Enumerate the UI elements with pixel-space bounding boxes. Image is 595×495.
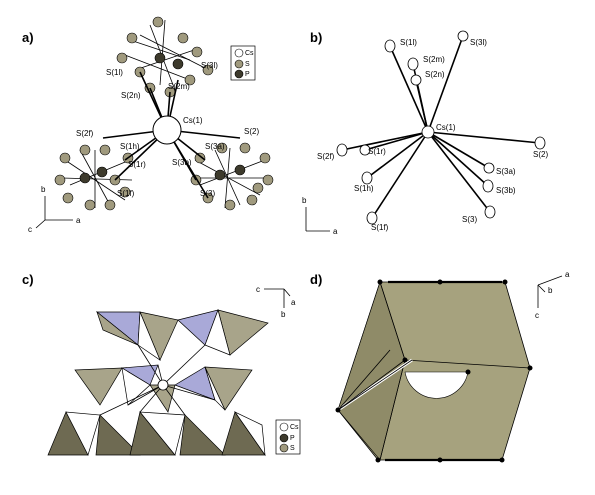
atom-label-s3b-a: S(3b)	[172, 158, 192, 167]
axis-a-b: a	[333, 227, 338, 236]
unit-cell-box	[337, 280, 531, 462]
panel-a: a)	[22, 16, 274, 234]
axis-b-b: b	[302, 196, 307, 205]
axis-b-c: b	[281, 310, 286, 319]
panel-a-label: a)	[22, 30, 34, 45]
atom-label-s1f-a: S(1f)	[117, 189, 135, 198]
panel-c-label: c)	[22, 272, 34, 287]
axes-b: b a	[302, 196, 338, 236]
axes-c: c a b	[256, 285, 296, 319]
tetrahedra-row-1	[96, 308, 269, 361]
atom-label-s2-b: S(2)	[533, 150, 548, 159]
atom-label-s1l-a: S(1l)	[106, 68, 123, 77]
axis-a-a: a	[76, 216, 81, 225]
atom-label-s3l-b: S(3l)	[470, 38, 487, 47]
atom-label-s1l-b: S(1l)	[400, 38, 417, 47]
tetrahedra-row-3	[47, 411, 266, 457]
atom-label-s1h-b: S(1h)	[354, 184, 374, 193]
panel-c: c)	[22, 272, 301, 457]
atom-label-s1r-a: S(1r)	[128, 160, 146, 169]
atom-label-s2m-b: S(2m)	[423, 55, 445, 64]
atom-label-s2f-a: S(2f)	[76, 129, 94, 138]
legend-p-a: P	[245, 71, 250, 78]
cs-atom	[152, 115, 182, 145]
atom-label-s1f-b: S(1f)	[371, 223, 389, 232]
cs-bonds-b	[341, 35, 541, 219]
legend-c: Cs P S	[275, 419, 301, 455]
atom-label-cs1-b: Cs(1)	[436, 123, 456, 132]
atom-label-s3-a: S(3)	[200, 189, 215, 198]
axis-c-a: c	[28, 225, 32, 234]
legend-cs-a: Cs	[245, 50, 254, 57]
atom-label-s2n-b: S(2n)	[425, 70, 445, 79]
panel-d-label: d)	[310, 272, 322, 287]
atom-label-s3-b: S(3)	[462, 215, 477, 224]
atom-label-s2m-a: S(2m)	[168, 82, 190, 91]
left-pns-cluster	[54, 144, 134, 211]
panel-d: d)	[310, 270, 570, 463]
cell-vertices	[335, 279, 533, 463]
atom-label-s1r-b: S(1r)	[368, 147, 386, 156]
legend-s-a: S	[245, 61, 250, 68]
atom-label-s2-a: S(2)	[244, 127, 259, 136]
atom-label-s3a-a: S(3a)	[205, 142, 225, 151]
axes-d: a b c	[535, 270, 570, 320]
atom-label-cs1-a: Cs(1)	[183, 116, 203, 125]
panel-b-label: b)	[310, 30, 322, 45]
legend-p-c: P	[290, 435, 295, 442]
axis-c-c: c	[256, 285, 260, 294]
axis-b-d: b	[548, 286, 553, 295]
atom-label-s2n-a: S(2n)	[121, 91, 141, 100]
atom-label-s2f-b: S(2f)	[317, 152, 335, 161]
panel-b: b)	[302, 30, 548, 236]
legend-a: Cs S P	[230, 45, 256, 81]
axis-b-a: b	[41, 185, 46, 194]
right-pns-cluster	[190, 142, 274, 211]
atom-label-s3b-b: S(3b)	[496, 186, 516, 195]
thermal-ellipsoids-b	[336, 30, 546, 225]
top-pns-cluster	[116, 16, 214, 98]
legend-cs-c: Cs	[290, 424, 299, 431]
axis-a-c: a	[291, 298, 296, 307]
axes-a: b a c	[28, 185, 81, 234]
cs-atom-c	[157, 379, 169, 391]
axis-a-d: a	[565, 270, 570, 279]
atom-label-s3a-b: S(3a)	[496, 167, 516, 176]
axis-c-d: c	[535, 311, 539, 320]
atom-label-s1h-a: S(1h)	[120, 142, 140, 151]
atom-label-s3l-a: S(3l)	[201, 61, 218, 70]
legend-s-c: S	[290, 445, 295, 452]
